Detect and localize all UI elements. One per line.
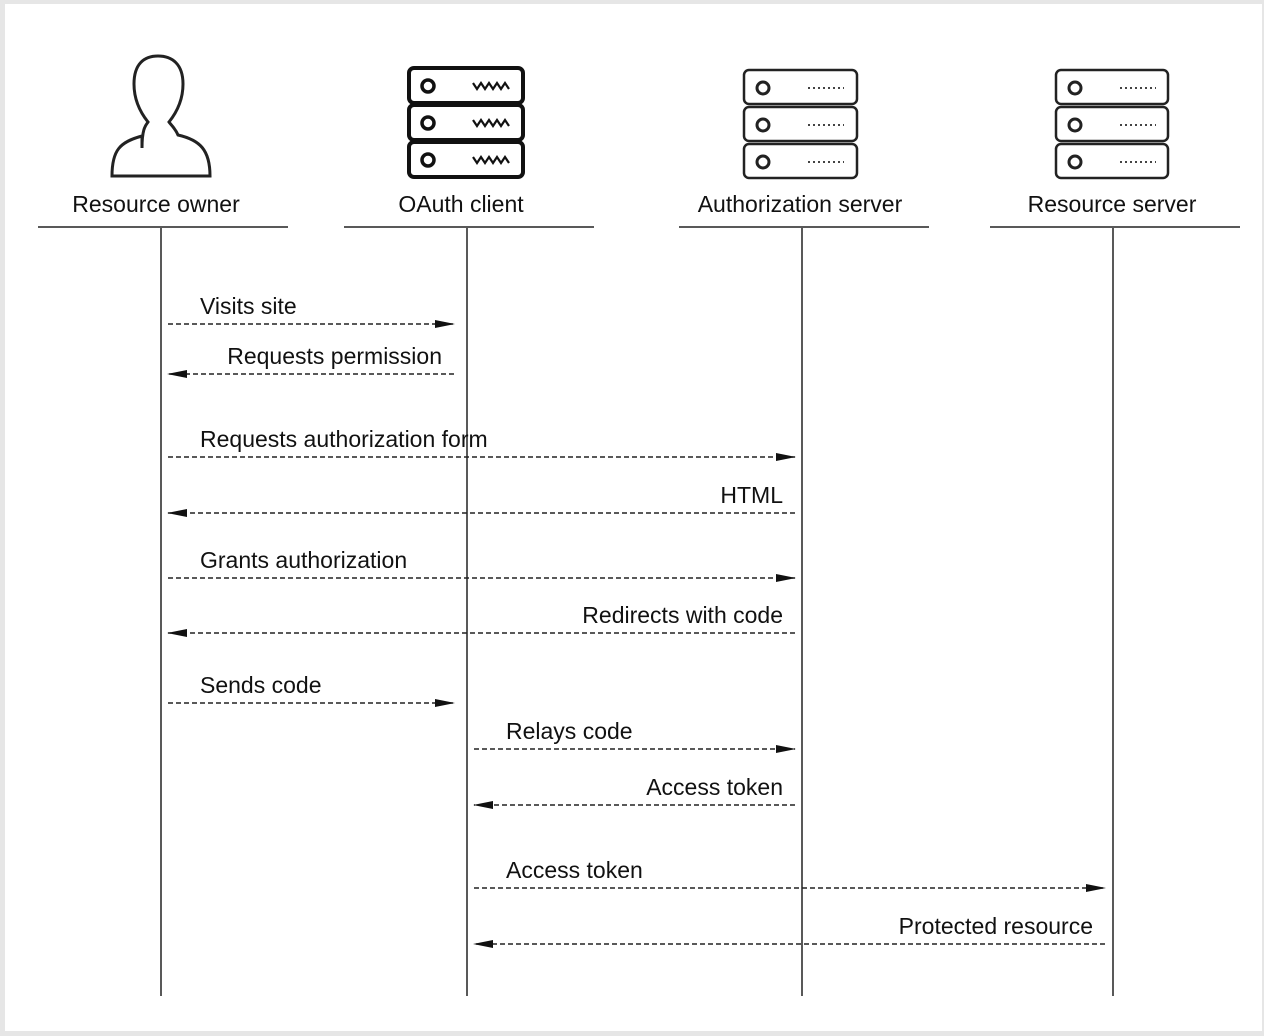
message-label-redirects-with-code: Redirects with code xyxy=(582,602,783,628)
sequence-diagram: Resource owner OAuth client xyxy=(5,4,1262,1031)
participant-label-oauth-client: OAuth client xyxy=(398,191,524,217)
message-label-requests-authorization-form: Requests authorization form xyxy=(200,426,488,452)
message-label-relays-code: Relays code xyxy=(506,718,633,744)
participant-resource-owner: Resource owner xyxy=(38,54,288,228)
message-label-visits-site: Visits site xyxy=(200,293,297,319)
message-label-requests-permission: Requests permission xyxy=(227,343,442,369)
message-label-access-token: Access token xyxy=(506,857,643,883)
participant-label-resource-server: Resource server xyxy=(1028,191,1197,217)
person-icon xyxy=(110,54,212,178)
participant-oauth-client: OAuth client xyxy=(344,66,594,228)
server-icon xyxy=(1054,68,1170,180)
server-icon xyxy=(742,68,859,180)
message-label-grants-authorization: Grants authorization xyxy=(200,547,407,573)
message-label-protected-resource: Protected resource xyxy=(899,913,1093,939)
message-label-sends-code: Sends code xyxy=(200,672,321,698)
participant-authorization-server: Authorization server xyxy=(679,68,929,228)
message-label-access-token: Access token xyxy=(646,774,783,800)
participant-label-resource-owner: Resource owner xyxy=(72,191,240,217)
participant-resource-server: Resource server xyxy=(990,68,1240,228)
message-label-html: HTML xyxy=(720,482,783,508)
participant-label-authorization-server: Authorization server xyxy=(698,191,903,217)
server-icon xyxy=(407,66,525,179)
